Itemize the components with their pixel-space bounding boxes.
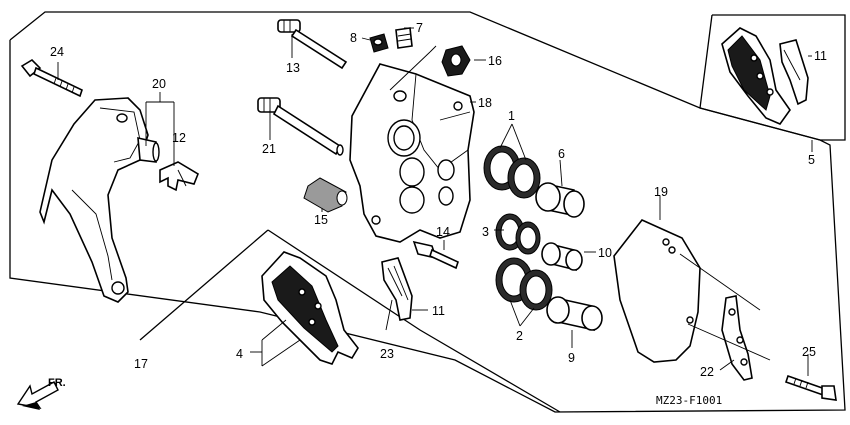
brake-pad-set — [261, 251, 359, 365]
callout-13: 13 — [286, 61, 300, 75]
callout-11-inset: 11 — [814, 49, 827, 63]
bleeder-screw — [395, 27, 413, 49]
diagram-code: MZ23-F1001 — [656, 394, 722, 407]
piston-medium — [546, 296, 603, 332]
callout-10: 10 — [598, 246, 612, 260]
outer-boundary — [9, 11, 846, 413]
caliper-bracket — [39, 97, 160, 303]
inset-box — [699, 14, 846, 141]
callout-20: 20 — [152, 77, 166, 91]
caliper-mount-bolt — [784, 374, 837, 401]
callout-1: 1 — [508, 109, 515, 123]
callout-2: 2 — [516, 329, 523, 343]
callout-17: 17 — [134, 357, 148, 371]
piston-seal-set-middle — [495, 213, 541, 255]
piston-seal-set-lower — [495, 257, 553, 311]
callout-15: 15 — [314, 213, 328, 227]
pad-shim — [613, 219, 701, 363]
callout-25: 25 — [802, 345, 816, 359]
callout-7: 7 — [416, 21, 423, 35]
bleeder-cap — [369, 33, 389, 53]
pad-spring-clip — [159, 161, 199, 192]
direction-label: FR. — [48, 377, 66, 389]
callout-18: 18 — [478, 96, 492, 110]
callout-24: 24 — [50, 45, 64, 59]
bracket-bolt — [20, 58, 83, 98]
leader-lines — [57, 27, 813, 376]
inset-pad-set — [721, 27, 809, 125]
pin-boot — [441, 45, 471, 77]
callout-16: 16 — [488, 54, 502, 68]
callout-19: 19 — [654, 185, 668, 199]
slide-pin-upper — [277, 19, 348, 70]
callout-labels: 1 2 3 4 5 6 7 8 9 10 11 11 12 13 14 15 1… — [50, 21, 827, 379]
callout-6: 6 — [558, 147, 565, 161]
piston-large — [535, 182, 585, 218]
caliper-body — [349, 63, 475, 243]
pad-spring — [381, 257, 413, 321]
slide-pin-lower — [257, 97, 344, 156]
callout-9: 9 — [568, 351, 575, 365]
callout-8: 8 — [350, 31, 357, 45]
callout-5: 5 — [808, 153, 815, 167]
callout-12: 12 — [172, 131, 186, 145]
piston-seal-set-upper — [483, 145, 541, 199]
pad-retainer-plate — [721, 295, 753, 381]
callout-3: 3 — [482, 225, 489, 239]
callout-4: 4 — [236, 347, 243, 361]
callout-23: 23 — [380, 347, 394, 361]
pad-set-boundary — [139, 229, 269, 341]
front-arrow-icon: FR. — [16, 377, 66, 410]
pin-sleeve — [303, 177, 348, 213]
pad-pin — [412, 240, 459, 270]
piston-small — [541, 242, 583, 272]
callout-22: 22 — [700, 365, 714, 379]
callout-11: 11 — [432, 304, 445, 318]
pad-set-boundary-lower — [267, 229, 561, 413]
callout-14: 14 — [436, 225, 450, 239]
callout-21: 21 — [262, 142, 276, 156]
